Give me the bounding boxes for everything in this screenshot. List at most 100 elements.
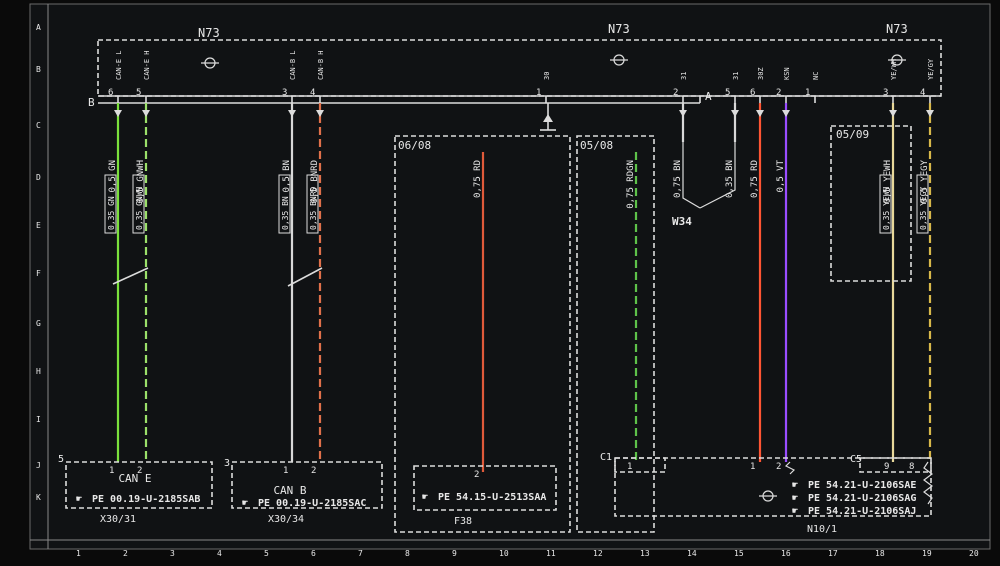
pin-number: 2 xyxy=(673,88,678,98)
connector-name: CAN B xyxy=(273,484,306,497)
column-number: 16 xyxy=(781,549,791,558)
module-label-n73-mid: N73 xyxy=(608,22,630,36)
connector-pin: 2 xyxy=(474,470,479,480)
pin-number: 3 xyxy=(282,88,287,98)
connector-ref: PE 54.15-U-2513SAA xyxy=(438,492,546,503)
module-label-n73-left: N73 xyxy=(198,26,220,40)
wire-label: 0,75 RDGN xyxy=(626,160,636,209)
connector-pin: 1 xyxy=(109,466,114,476)
connector-index: 3 xyxy=(224,458,230,469)
wire-tag-box xyxy=(278,174,291,234)
connector-id: N10/1 xyxy=(807,524,837,535)
pin-arrow-icon xyxy=(926,110,934,117)
column-number: 13 xyxy=(640,549,650,558)
connector-pin: 1 xyxy=(283,466,288,476)
wire-label: 0,5 GNWH xyxy=(136,160,146,203)
wire-tag: 0,35 GN xyxy=(107,196,116,230)
w34-branch-left xyxy=(682,142,701,209)
pin-arrow-icon xyxy=(142,110,150,117)
n10-pin: 2 xyxy=(776,462,781,472)
pin-name: 31 xyxy=(680,72,688,80)
pin-name: 31 xyxy=(732,72,740,80)
sheet-frame-0608 xyxy=(394,135,571,533)
column-number: 7 xyxy=(358,549,363,558)
pin-number: 4 xyxy=(920,88,925,98)
wire-label: 0,5 YEGY xyxy=(920,159,930,203)
pin-number: 5 xyxy=(725,88,730,98)
sheet-ref-0509: 05/09 xyxy=(836,128,869,141)
pin-number: 6 xyxy=(108,88,113,98)
wire-tag-box xyxy=(104,174,117,234)
row-letter: D xyxy=(36,173,41,182)
pin-name: YE/GY xyxy=(927,58,935,80)
pin-name: CAN-E L xyxy=(115,50,123,80)
pin-name: KSN xyxy=(783,67,791,80)
wire-label: 0,5 VT xyxy=(776,159,786,192)
wire-label: 0,75 BN xyxy=(673,160,683,198)
bus-label-b: B xyxy=(88,96,95,109)
row-letter: G xyxy=(36,319,41,328)
pointer-hand-icon: ☛ xyxy=(422,492,428,503)
column-number: 14 xyxy=(687,549,697,558)
connector-id: X30/31 xyxy=(100,514,136,525)
pin-number: 5 xyxy=(136,88,141,98)
row-letter: C xyxy=(36,121,41,130)
twist-mark-can-e xyxy=(112,267,149,285)
pin-number: 6 xyxy=(750,88,755,98)
pin-arrow-icon xyxy=(679,110,687,117)
resistor-icon xyxy=(923,461,933,505)
n10-ref: PE 54.21-U-2106SAJ xyxy=(808,506,916,517)
pointer-hand-icon: ☛ xyxy=(792,480,798,491)
row-letter: J xyxy=(36,461,41,470)
connector-id: X30/34 xyxy=(268,514,304,525)
connector-outline xyxy=(231,461,383,509)
n10-ref: PE 54.21-U-2106SAE xyxy=(808,480,916,491)
column-number: 3 xyxy=(170,549,175,558)
pin-arrow-icon xyxy=(114,110,122,117)
up-arrow-icon xyxy=(540,103,556,131)
resistor-icon xyxy=(784,461,796,475)
pin-name: CAN-E H xyxy=(143,50,151,80)
pin-arrow-icon xyxy=(782,110,790,117)
wire-tag: 0,35 YEWH xyxy=(882,186,891,230)
column-number: 20 xyxy=(969,549,979,558)
pin-number: 2 xyxy=(776,88,781,98)
wire-tag-box xyxy=(306,174,319,234)
pin-name: YE/WH xyxy=(890,59,898,80)
wire-label: 0,5 BN xyxy=(282,160,292,193)
row-letter: I xyxy=(36,415,41,424)
pin-arrow-icon xyxy=(288,110,296,117)
column-number: 5 xyxy=(264,549,269,558)
wire-tag-box xyxy=(879,174,892,234)
sheet-ref-0508: 05/08 xyxy=(580,139,613,152)
row-letter: K xyxy=(36,493,41,502)
wire-label: 0,35 BN xyxy=(725,160,735,198)
connector-pin: 9 xyxy=(884,462,889,472)
wire-label: 0,75 RD xyxy=(750,160,760,198)
column-number: 6 xyxy=(311,549,316,558)
pointer-hand-icon: ☛ xyxy=(792,506,798,517)
column-number: 4 xyxy=(217,549,222,558)
pin-name: 30 xyxy=(543,72,551,80)
wire-tag: 0,35 GNWH xyxy=(135,186,144,230)
row-letter: E xyxy=(36,221,41,230)
pointer-hand-icon: ☛ xyxy=(792,493,798,504)
splice-label-w34: W34 xyxy=(672,215,692,228)
connector-index: C5 xyxy=(850,454,862,465)
connector-pin: 8 xyxy=(909,462,914,472)
module-label-n73-right: N73 xyxy=(886,22,908,36)
pin-arrow-icon xyxy=(316,110,324,117)
column-number: 11 xyxy=(546,549,556,558)
pointer-hand-icon: ☛ xyxy=(242,498,248,509)
connector-ref: PE 00.19-U-2185SAB xyxy=(92,494,200,505)
connector-index: C1 xyxy=(600,452,612,463)
column-number: 10 xyxy=(499,549,509,558)
connector-outline xyxy=(413,465,557,511)
sheet-frame-0508 xyxy=(576,135,655,533)
pin-name: CAN-B H xyxy=(317,50,325,80)
